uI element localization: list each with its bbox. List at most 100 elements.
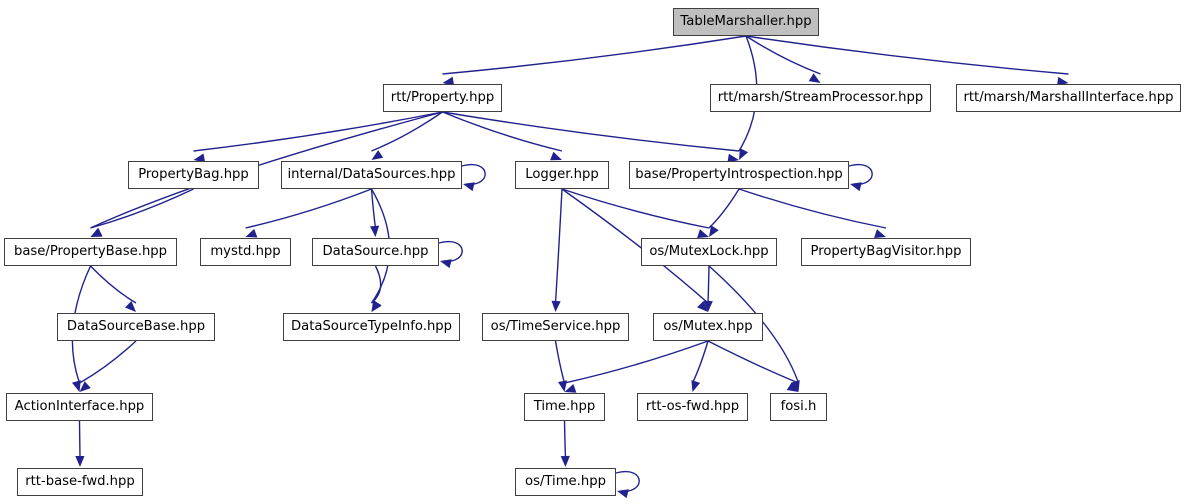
edge-path — [707, 340, 799, 384]
graph-node-mutexlock[interactable]: os/MutexLock.hpp — [641, 238, 777, 266]
edge-path — [563, 420, 567, 459]
edge-path — [79, 340, 137, 384]
edge-arrowhead — [691, 380, 701, 392]
graph-node-label: os/MutexLock.hpp — [649, 244, 769, 260]
graph-node-label: DataSourceBase.hpp — [66, 319, 206, 335]
edge-arrowhead — [786, 382, 799, 392]
edge-path — [848, 163, 873, 185]
edge-arrowhead — [440, 259, 452, 269]
edge-path — [738, 188, 887, 229]
edge-arrowhead — [739, 148, 749, 160]
edge-path — [554, 188, 563, 304]
graph-node-actioninterface[interactable]: ActionInterface.hpp — [6, 393, 153, 421]
edge-arrowhead — [79, 381, 91, 392]
edge-arrowhead — [369, 225, 380, 237]
edge-path — [564, 340, 709, 384]
edge-path — [745, 35, 1069, 75]
edge-arrowhead — [550, 151, 562, 161]
edge-arrowhead — [697, 300, 708, 312]
graph-node-mystd[interactable]: mystd.hpp — [200, 238, 291, 266]
edge-arrowhead — [790, 380, 800, 392]
graph-node-label: Time.hpp — [533, 399, 596, 415]
edge-arrowhead — [124, 300, 136, 312]
edge-arrowhead — [564, 384, 577, 393]
edge-path — [245, 188, 372, 229]
graph-node-timeservice[interactable]: os/TimeService.hpp — [482, 313, 629, 341]
graph-node-label: os/TimeService.hpp — [490, 319, 621, 335]
edge-path — [707, 265, 710, 304]
edge-path — [90, 188, 194, 229]
graph-node-label: TableMarshaller.hpp — [680, 14, 812, 30]
edge-path — [708, 188, 740, 229]
graph-node-propertybag[interactable]: PropertyBag.hpp — [128, 161, 259, 189]
graph-node-rtt_os_fwd[interactable]: rtt-os-fwd.hpp — [637, 393, 748, 421]
graph-node-label: fosi.h — [780, 399, 817, 415]
graph-node-label: Logger.hpp — [525, 167, 599, 183]
edge-arrowhead — [874, 229, 886, 239]
edge-arrowhead — [560, 455, 570, 467]
edge-path — [561, 188, 710, 229]
edge-path — [615, 470, 640, 492]
edge-path — [691, 340, 709, 384]
graph-node-rtt_base_fwd[interactable]: rtt-base-fwd.hpp — [17, 468, 143, 496]
edge-path — [371, 265, 382, 304]
graph-node-label: PropertyBag.hpp — [138, 167, 249, 183]
edge-arrowhead — [850, 182, 862, 192]
edge-path — [745, 35, 821, 75]
edge-arrowhead — [709, 225, 719, 237]
graph-node-label: ActionInterface.hpp — [14, 399, 145, 415]
graph-node-label: DataSourceTypeInfo.hpp — [290, 319, 453, 335]
graph-node-fosi[interactable]: fosi.h — [770, 393, 827, 421]
graph-node-label: rtt/Property.hpp — [390, 90, 495, 106]
graph-node-streamprocessor[interactable]: rtt/marsh/StreamProcessor.hpp — [710, 84, 931, 112]
graph-node-marshallinterface[interactable]: rtt/marsh/MarshallInterface.hpp — [956, 84, 1181, 112]
graph-node-label: os/Time.hpp — [525, 474, 606, 490]
edge-path — [442, 111, 563, 152]
edge-arrowhead — [703, 300, 713, 312]
edge-arrowhead — [371, 300, 382, 312]
edge-arrowhead — [75, 455, 85, 467]
edge-path — [442, 35, 747, 75]
edge-arrowhead — [90, 227, 103, 237]
edge-path — [461, 163, 486, 185]
graph-node-label: base/PropertyIntrospection.hpp — [635, 167, 843, 183]
graph-node-label: base/PropertyBase.hpp — [13, 244, 168, 260]
graph-node-propertybase[interactable]: base/PropertyBase.hpp — [4, 238, 177, 266]
graph-node-tablemarshaller[interactable]: TableMarshaller.hpp — [673, 8, 819, 36]
edge-path — [554, 340, 566, 384]
edge-arrowhead — [697, 229, 709, 239]
graph-node-time[interactable]: Time.hpp — [524, 393, 605, 421]
edge-arrowhead — [371, 150, 384, 160]
edge-arrowhead — [551, 300, 561, 312]
graph-node-datasources[interactable]: internal/DataSources.hpp — [281, 161, 462, 189]
edge-arrowhead — [371, 300, 382, 312]
edge-path — [78, 420, 81, 459]
graph-node-label: rtt/marsh/StreamProcessor.hpp — [717, 90, 924, 106]
graph-node-datasourcebase[interactable]: DataSourceBase.hpp — [57, 313, 215, 341]
edge-arrowhead — [463, 182, 475, 192]
graph-node-label: rtt-os-fwd.hpp — [645, 399, 740, 415]
graph-node-os_time[interactable]: os/Time.hpp — [515, 468, 616, 496]
graph-node-propertybagvisitor[interactable]: PropertyBagVisitor.hpp — [801, 238, 971, 266]
graph-node-datasourcetypeinfo[interactable]: DataSourceTypeInfo.hpp — [283, 313, 460, 341]
edge-path — [370, 188, 377, 229]
graph-node-mutex[interactable]: os/Mutex.hpp — [653, 313, 763, 341]
edge-path — [371, 111, 443, 152]
graph-node-label: DataSource.hpp — [322, 244, 429, 260]
graph-node-propertyintrospection[interactable]: base/PropertyIntrospection.hpp — [629, 161, 849, 189]
graph-node-label: PropertyBagVisitor.hpp — [810, 244, 962, 260]
graph-node-datasource[interactable]: DataSource.hpp — [312, 238, 439, 266]
edge-arrowhead — [558, 380, 568, 392]
graph-node-label: mystd.hpp — [210, 244, 281, 260]
edge-path — [442, 111, 740, 152]
graph-node-rtt_property[interactable]: rtt/Property.hpp — [383, 84, 502, 112]
edge-arrowhead — [245, 228, 258, 238]
graph-node-logger[interactable]: Logger.hpp — [515, 161, 609, 189]
graph-node-label: internal/DataSources.hpp — [287, 167, 456, 183]
edge-arrowhead — [617, 489, 629, 499]
graph-node-label: rtt-base-fwd.hpp — [25, 474, 135, 490]
edge-arrowhead — [90, 228, 103, 237]
graph-node-label: rtt/marsh/MarshallInterface.hpp — [963, 90, 1174, 106]
